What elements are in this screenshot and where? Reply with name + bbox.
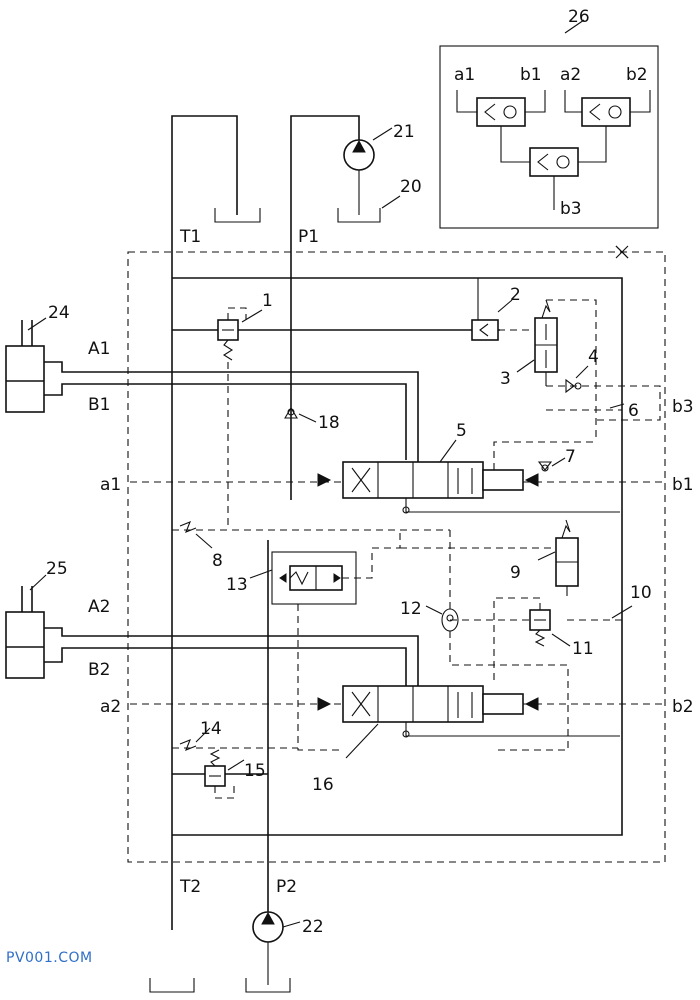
port-label-a1-pilot: a1 — [100, 475, 121, 495]
callout-2: 2 — [510, 285, 521, 305]
directional-valve-5 — [130, 461, 665, 514]
port-label-b1-pilot: b1 — [672, 475, 694, 495]
check-valve-7 — [537, 461, 553, 472]
reducing-valve-13 — [271, 530, 401, 605]
port-label-b2-cyl: B2 — [88, 660, 110, 680]
relief-valve-15 — [172, 749, 268, 799]
port-label-a2-pilot: a2 — [100, 697, 121, 717]
port-label-b3: b3 — [672, 397, 694, 417]
port-label-a1-cyl: A1 — [88, 339, 110, 359]
port-label-b1-cyl: B1 — [88, 395, 110, 415]
relief-valve-11 — [450, 597, 551, 647]
inset-frame — [439, 45, 659, 229]
valve-block-boundary — [127, 251, 666, 863]
callout-26: 26 — [568, 7, 590, 27]
callout-9: 9 — [510, 563, 521, 583]
return-rail — [172, 277, 623, 836]
tank-t1-line — [171, 115, 261, 930]
check-valve-2 — [471, 278, 530, 341]
inset-label-a2: a2 — [560, 65, 581, 85]
callout-8: 8 — [212, 551, 223, 571]
check-valve-4 — [565, 378, 582, 394]
callout-10: 10 — [630, 583, 652, 603]
relief-valve-1 — [172, 307, 500, 530]
callout-24: 24 — [48, 303, 70, 323]
callout-25: 25 — [46, 559, 68, 579]
callout-12: 12 — [400, 599, 422, 619]
callout-13: 13 — [226, 575, 248, 595]
callout-11: 11 — [572, 639, 594, 659]
solenoid-valve-9 — [400, 519, 579, 596]
callout-16: 16 — [312, 775, 334, 795]
callout-1: 1 — [262, 291, 273, 311]
port-label-p1: P1 — [298, 227, 319, 247]
callout-18: 18 — [318, 413, 340, 433]
callout-21: 21 — [393, 122, 415, 142]
callout-4: 4 — [588, 347, 599, 367]
directional-valve-16 — [130, 685, 665, 738]
pressure-p2-line — [245, 540, 291, 993]
port-label-b2-pilot: b2 — [672, 697, 694, 717]
callout-3: 3 — [500, 369, 511, 389]
shuttle-valve-12 — [441, 530, 569, 751]
inset-label-a1: a1 — [454, 65, 475, 85]
callout-22: 22 — [302, 917, 324, 937]
cylinder-25 — [5, 586, 419, 686]
callout-14: 14 — [200, 719, 222, 739]
port-label-a2-cyl: A2 — [88, 597, 110, 617]
port-label-p2: P2 — [276, 877, 297, 897]
callout-7: 7 — [565, 447, 576, 467]
inset-label-b2: b2 — [626, 65, 648, 85]
callout-5: 5 — [456, 421, 467, 441]
port-label-t2: T2 — [179, 877, 201, 897]
port-label-t1: T1 — [179, 227, 201, 247]
tank-t2 — [149, 978, 195, 993]
pressure-p1-line — [290, 115, 381, 500]
inset-label-b1: b1 — [520, 65, 542, 85]
solenoid-valve-3 — [534, 299, 661, 440]
watermark: PV001.COM — [6, 950, 93, 966]
inset-label-b3: b3 — [560, 199, 582, 219]
shuttle-valve-inset: a1 b1 a2 b2 b3 — [439, 45, 659, 229]
callout-6: 6 — [628, 401, 639, 421]
check-valve-18 — [284, 406, 298, 419]
cylinder-24 — [5, 320, 419, 485]
callout-15: 15 — [244, 761, 266, 781]
callout-20: 20 — [400, 177, 422, 197]
